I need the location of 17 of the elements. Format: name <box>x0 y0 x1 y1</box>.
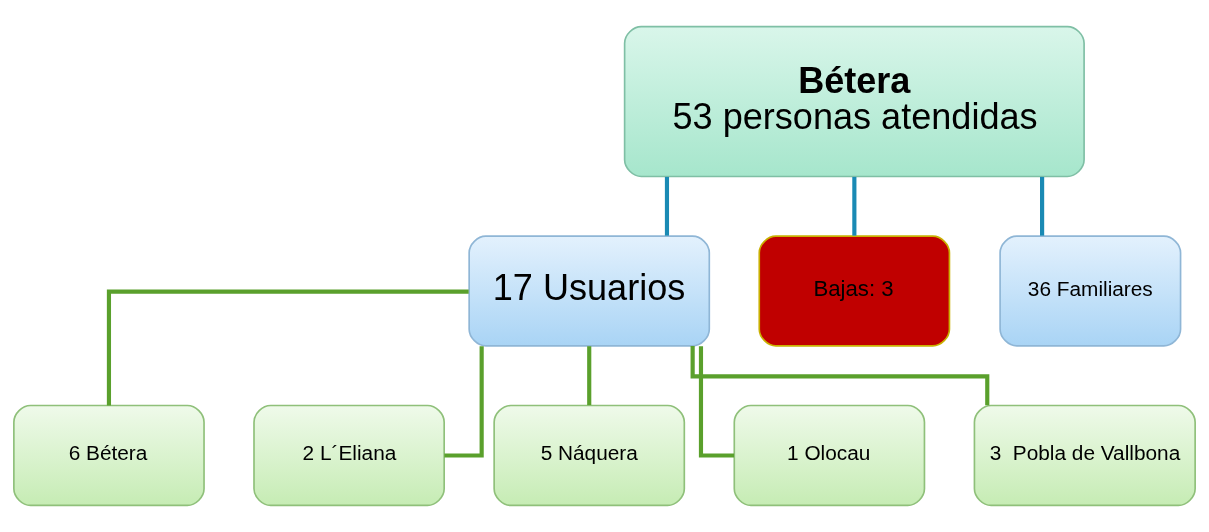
node-box: 6 Bétera <box>13 404 205 507</box>
node-box: 17 Usuarios <box>468 235 711 347</box>
connector <box>587 346 592 406</box>
node-box: Bajas: 3 <box>758 235 951 347</box>
node-box: 5 Náquera <box>493 404 686 507</box>
connector <box>690 346 990 406</box>
connector <box>1040 176 1045 236</box>
node-box: 2 L´Eliana <box>253 404 445 507</box>
connector <box>664 176 670 236</box>
node-box: 3 Pobla de Vallbona <box>973 404 1196 507</box>
connector <box>106 289 469 406</box>
connector <box>444 346 484 458</box>
node-box: 36 Familiares <box>999 235 1182 347</box>
node-box: 1 Olocau <box>733 404 926 507</box>
connector <box>698 346 735 458</box>
node-box: Bétera 53 personas atendidas <box>623 25 1085 178</box>
connector <box>852 176 857 236</box>
